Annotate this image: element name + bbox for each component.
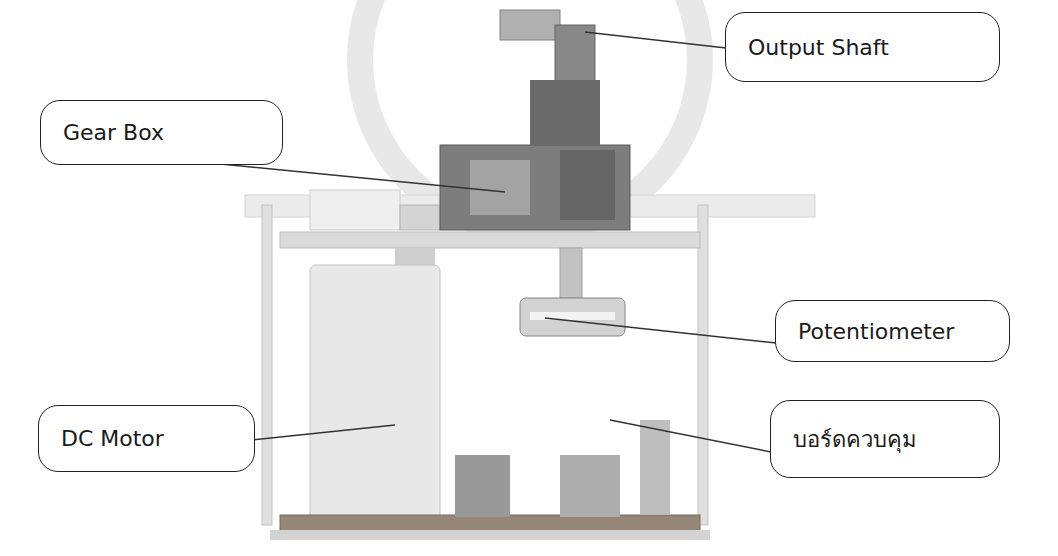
part-label: Output Shaft <box>748 35 889 60</box>
part-label: DC Motor <box>61 426 164 451</box>
callout-box: DC Motor <box>38 405 255 472</box>
callout-box: Potentiometer <box>775 300 1010 362</box>
part-label: Gear Box <box>63 120 164 145</box>
leader-line <box>252 425 395 440</box>
callout-box: บอร์ดควบคุม <box>770 400 1000 478</box>
part-label: Potentiometer <box>798 319 954 344</box>
leader-line <box>585 32 726 48</box>
leader-line <box>200 162 505 192</box>
part-label: บอร์ดควบคุม <box>793 422 917 457</box>
callout-box: Gear Box <box>40 100 283 165</box>
leader-line <box>545 318 776 343</box>
callout-box: Output Shaft <box>725 12 1000 82</box>
leader-line <box>610 420 771 452</box>
